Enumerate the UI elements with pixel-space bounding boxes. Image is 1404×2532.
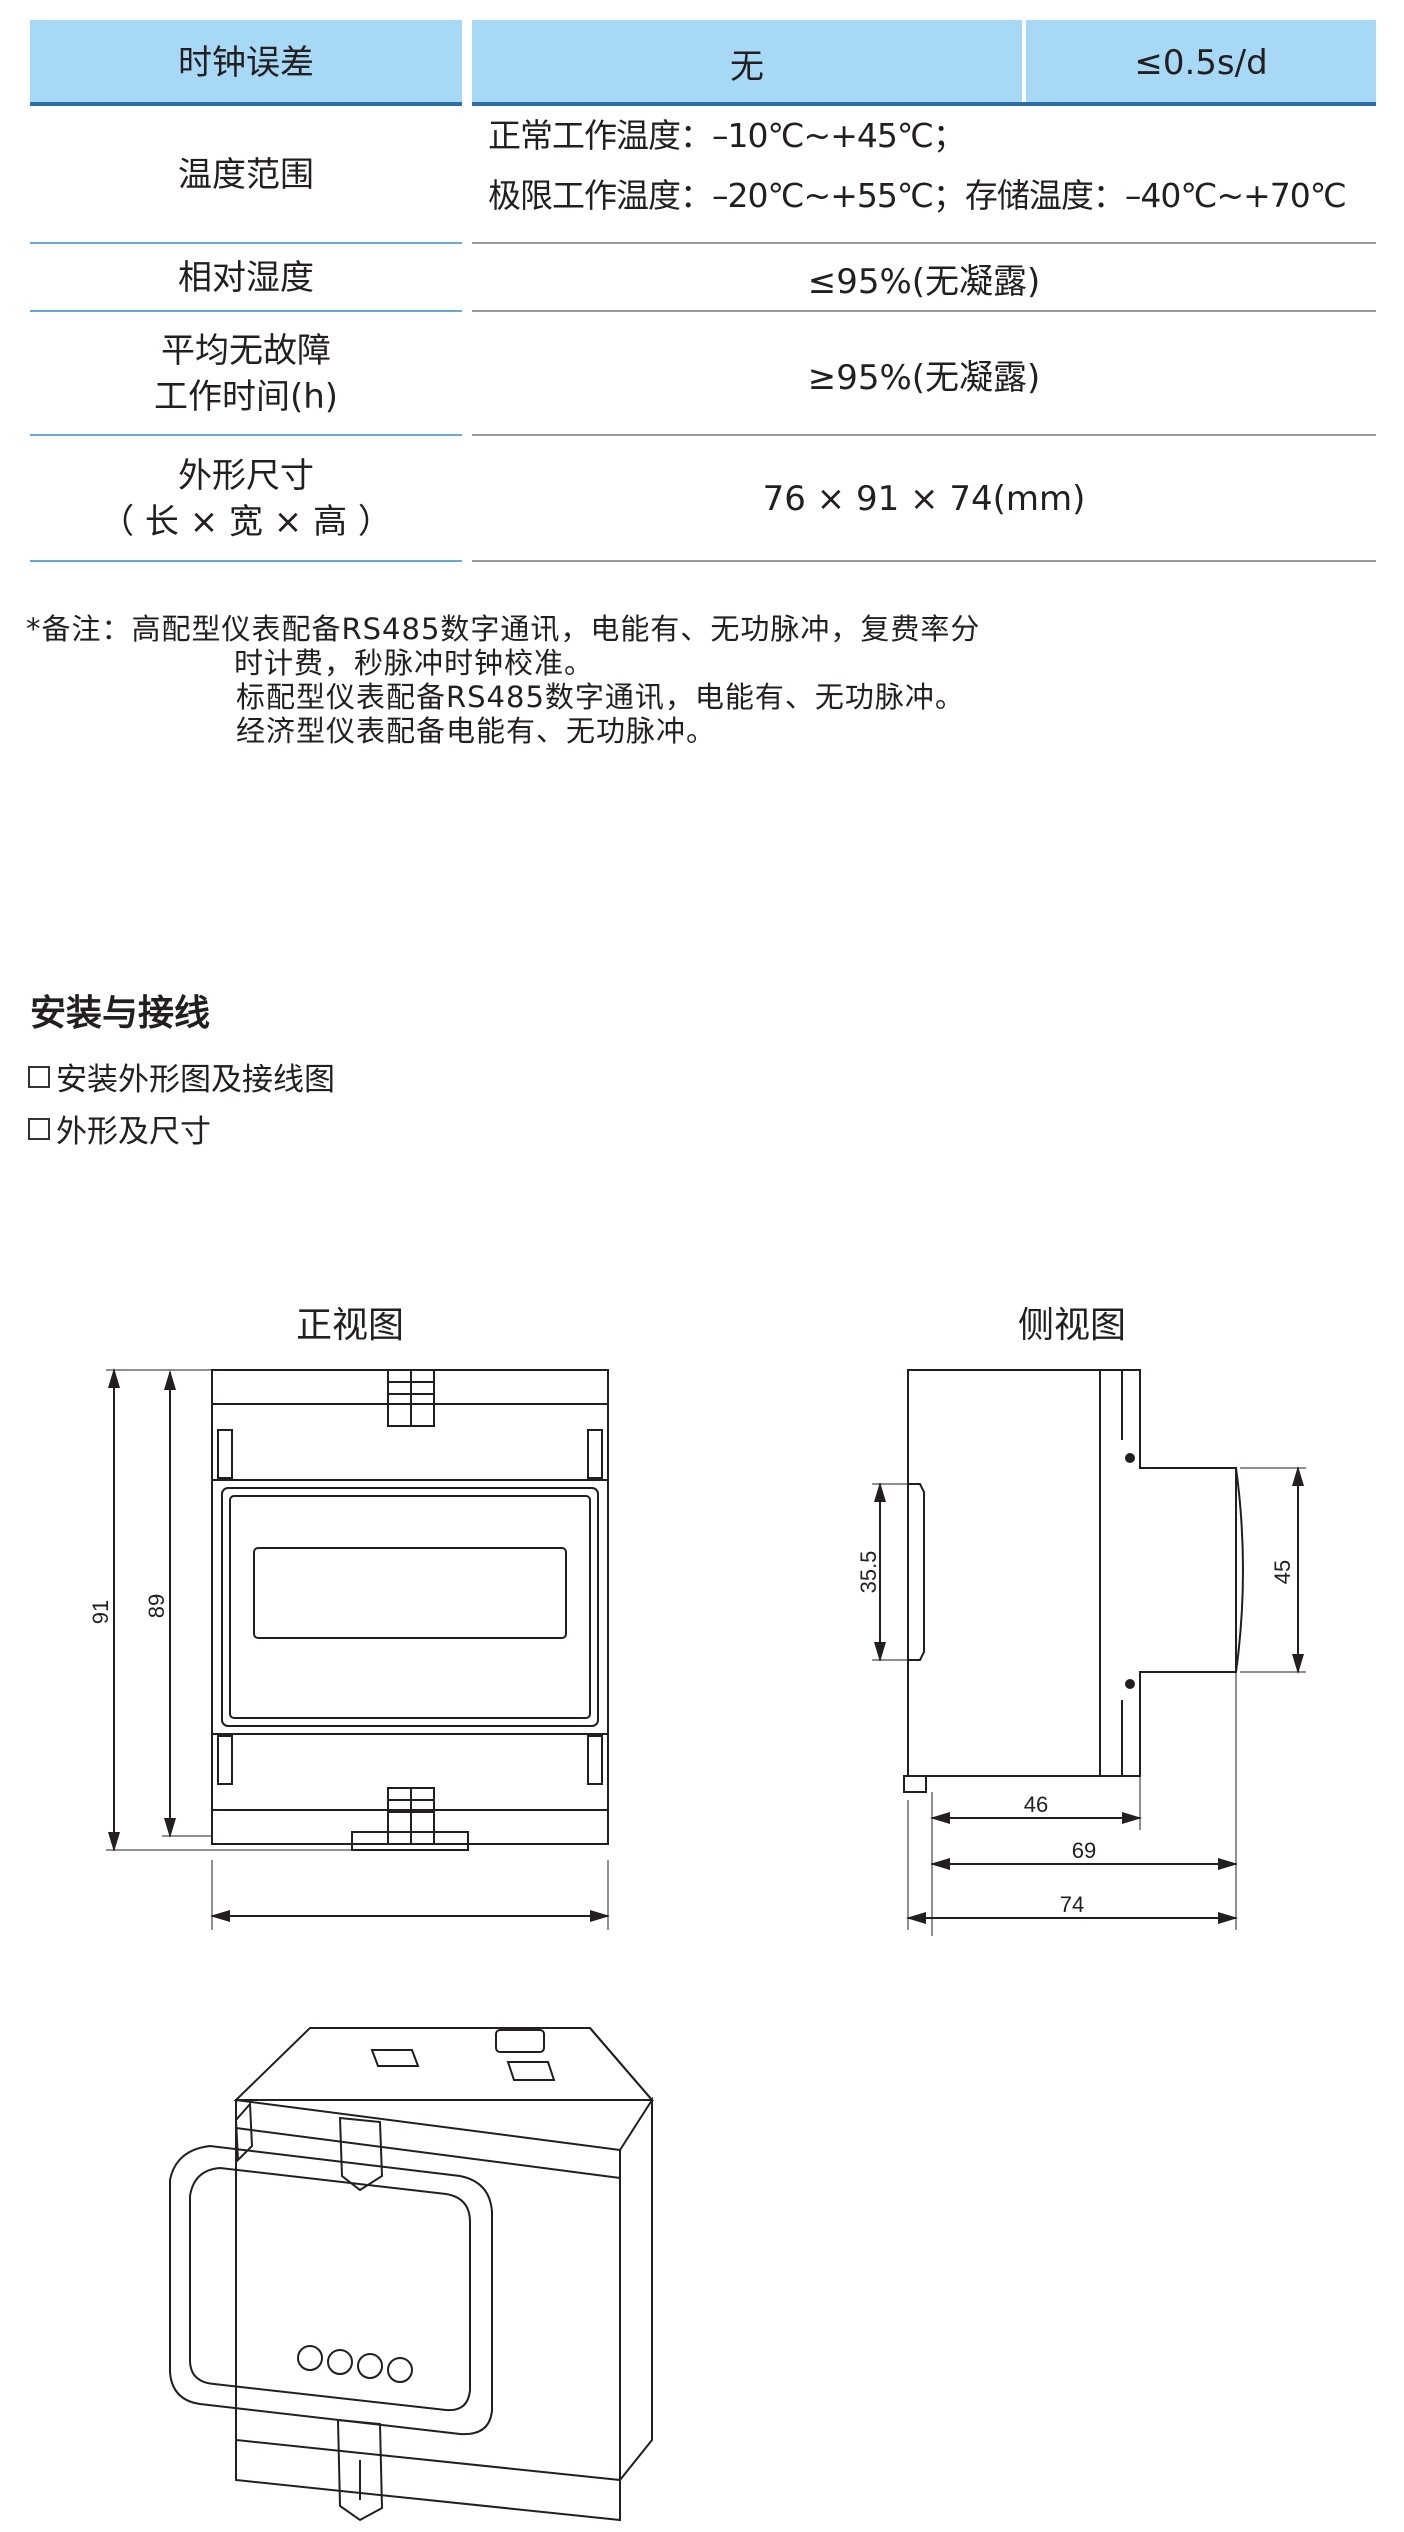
row-label-mtbf: 平均无故障 工作时间(h) (30, 312, 462, 436)
bullet-text: 安装外形图及接线图 (56, 1062, 335, 1098)
header-label: 时钟误差 (30, 20, 462, 106)
dim-rail: 35.5 (856, 1551, 881, 1594)
section-title: 安装与接线 (30, 993, 211, 1034)
checkbox-square-icon (28, 1066, 50, 1088)
dim-outer-height: 91 (88, 1600, 113, 1624)
dim-right-height: 45 (1270, 1560, 1295, 1584)
dim-inner-height: 89 (144, 1594, 169, 1618)
table-row: 平均无故障 工作时间(h) ≥95%(无凝露) (30, 312, 1376, 436)
row-value-temperature: 正常工作温度：–10℃~+45℃； 极限工作温度：–20℃~+55℃；存储温度：… (472, 106, 1376, 244)
note-line: *备注：高配型仪表配备RS485数字通讯，电能有、无功脉冲，复费率分 (26, 612, 981, 646)
front-view-title: 正视图 (296, 1305, 405, 1346)
label-line: 相对湿度 (178, 258, 314, 298)
temp-normal: 正常工作温度：–10℃~+45℃； (488, 116, 966, 155)
footnote: *备注：高配型仪表配备RS485数字通讯，电能有、无功脉冲，复费率分 时计费，秒… (26, 612, 980, 748)
row-label-dimensions: 外形尺寸 （ 长 × 宽 × 高 ） (30, 436, 462, 562)
front-view-drawing (106, 1368, 610, 1930)
label-line: （ 长 × 宽 × 高 ） (100, 502, 392, 542)
isometric-meter-drawing (169, 2027, 655, 2522)
dim-depth-69: 69 (1072, 1838, 1096, 1863)
note-line: 时计费，秒脉冲时钟校准。 (234, 646, 595, 680)
table-row: 外形尺寸 （ 长 × 宽 × 高 ） 76 × 91 × 74(mm) (30, 436, 1376, 562)
label-line: 温度范围 (178, 155, 314, 195)
checkbox-square-icon (28, 1118, 50, 1140)
row-value-mtbf: ≥95%(无凝露) (807, 357, 1041, 398)
header-value-1: 无 (472, 20, 1022, 106)
header-value-2: ≤0.5s/d (1026, 20, 1376, 106)
bullet-item: 安装外形图及接线图 (28, 1054, 335, 1099)
table-header-row: 时钟误差 无 ≤0.5s/d (30, 20, 1376, 106)
row-value-humidity: ≤95%(无凝露) (807, 261, 1041, 302)
table-row: 相对湿度 ≤95%(无凝露) (30, 244, 1376, 312)
row-label-temperature: 温度范围 (30, 106, 462, 244)
side-view-title: 侧视图 (1018, 1305, 1127, 1346)
label-line: 工作时间(h) (153, 377, 339, 417)
bullet-text: 外形及尺寸 (56, 1114, 211, 1150)
dim-depth-74: 74 (1060, 1892, 1084, 1917)
note-line: 经济型仪表配备电能有、无功脉冲。 (236, 714, 717, 748)
label-line: 平均无故障 (161, 331, 331, 371)
temp-limit: 极限工作温度：–20℃~+55℃；存储温度：–40℃~+70℃ (488, 176, 1347, 215)
row-label-humidity: 相对湿度 (30, 244, 462, 312)
side-view-drawing (872, 1369, 1306, 1936)
table-row: 温度范围 正常工作温度：–10℃~+45℃； 极限工作温度：–20℃~+55℃；… (30, 106, 1376, 244)
label-line: 外形尺寸 (178, 456, 314, 496)
dim-depth-46: 46 (1024, 1792, 1048, 1817)
bullet-item: 外形及尺寸 (28, 1106, 211, 1151)
note-line: 标配型仪表配备RS485数字通讯，电能有、无功脉冲。 (236, 680, 965, 714)
row-value-dimensions: 76 × 91 × 74(mm) (762, 479, 1086, 519)
